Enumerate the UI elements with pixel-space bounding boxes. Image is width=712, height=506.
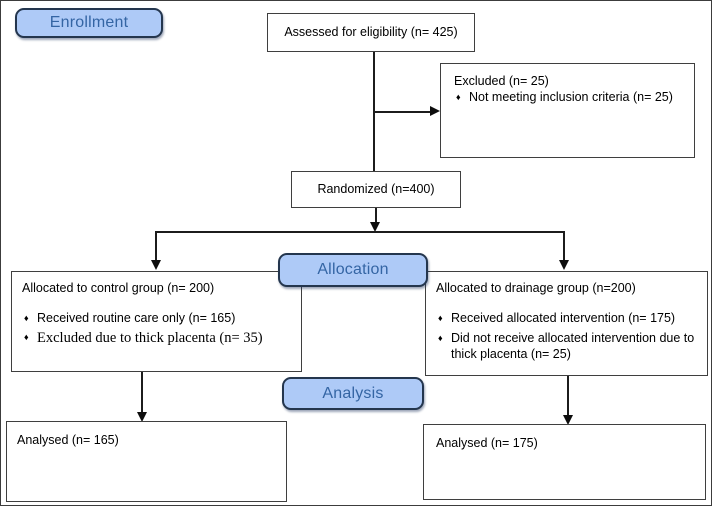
split-bar xyxy=(156,231,564,233)
assessed-eligibility-text: Assessed for eligibility (n= 425) xyxy=(284,25,458,40)
control-group-title: Allocated to control group (n= 200) xyxy=(22,281,215,295)
connector-drainage-to-analysed xyxy=(567,376,569,416)
diamond-bullet-icon: ♦ xyxy=(438,313,443,324)
excluded-bullet: ♦ Not meeting inclusion criteria (n= 25) xyxy=(454,89,686,105)
control-bullet-2-text: Excluded due to thick placenta (n= 35) xyxy=(37,329,263,346)
analysis-label-text: Analysis xyxy=(322,384,384,402)
arrowhead-control xyxy=(150,260,161,270)
connector-control-to-analysed xyxy=(141,372,143,413)
arrowhead-drainage xyxy=(558,260,569,270)
connector-randomized-to-split xyxy=(375,208,377,223)
excluded-box: Excluded (n= 25) ♦ Not meeting inclusion… xyxy=(440,63,695,158)
diamond-bullet-icon: ♦ xyxy=(438,332,443,343)
analysed-control-box: Analysed (n= 165) xyxy=(6,421,287,502)
arrowhead-excluded xyxy=(430,106,440,116)
connector-split-to-control xyxy=(155,231,157,261)
analysed-drainage-box: Analysed (n= 175) xyxy=(423,424,706,500)
analysed-drainage-text: Analysed (n= 175) xyxy=(436,436,538,450)
connector-to-excluded xyxy=(374,111,431,113)
diamond-bullet-icon: ♦ xyxy=(456,92,461,103)
assessed-eligibility-box: Assessed for eligibility (n= 425) xyxy=(267,13,475,52)
drainage-bullet-2-text: Did not receive allocated intervention d… xyxy=(451,330,695,361)
analysed-control-text: Analysed (n= 165) xyxy=(17,433,119,447)
allocation-label-text: Allocation xyxy=(317,261,389,278)
drainage-group-title: Allocated to drainage group (n=200) xyxy=(436,281,636,295)
stage-label-allocation: Allocation xyxy=(278,253,428,287)
diamond-bullet-icon: ♦ xyxy=(24,313,29,324)
connector-split-to-drainage xyxy=(563,231,565,261)
drainage-group-box: Allocated to drainage group (n=200) ♦ Re… xyxy=(425,271,708,376)
randomized-text: Randomized (n=400) xyxy=(317,182,435,197)
control-bullet-1: ♦ Received routine care only (n= 165) xyxy=(22,310,293,326)
control-group-box: Allocated to control group (n= 200) ♦ Re… xyxy=(11,271,302,372)
arrowhead-analysed-control xyxy=(136,412,147,422)
arrowhead-split xyxy=(370,222,380,232)
randomized-box: Randomized (n=400) xyxy=(291,171,461,208)
arrowhead-analysed-drainage xyxy=(562,415,573,425)
control-bullet-1-text: Received routine care only (n= 165) xyxy=(37,311,236,326)
drainage-bullet-1-text: Received allocated intervention (n= 175) xyxy=(451,311,676,326)
drainage-bullet-2: ♦ Did not receive allocated intervention… xyxy=(436,330,699,363)
diamond-bullet-icon: ♦ xyxy=(24,331,29,342)
enrollment-label-text: Enrollment xyxy=(49,14,129,31)
drainage-bullet-1: ♦ Received allocated intervention (n= 17… xyxy=(436,310,699,326)
stage-label-analysis: Analysis xyxy=(282,377,424,410)
stage-label-enrollment: Enrollment xyxy=(15,8,163,38)
excluded-title: Excluded (n= 25) xyxy=(454,74,549,88)
control-bullet-2: ♦ Excluded due to thick placenta (n= 35) xyxy=(22,330,293,347)
connector-assessed-to-randomized xyxy=(373,52,375,171)
excluded-bullet-text: Not meeting inclusion criteria (n= 25) xyxy=(469,90,673,105)
